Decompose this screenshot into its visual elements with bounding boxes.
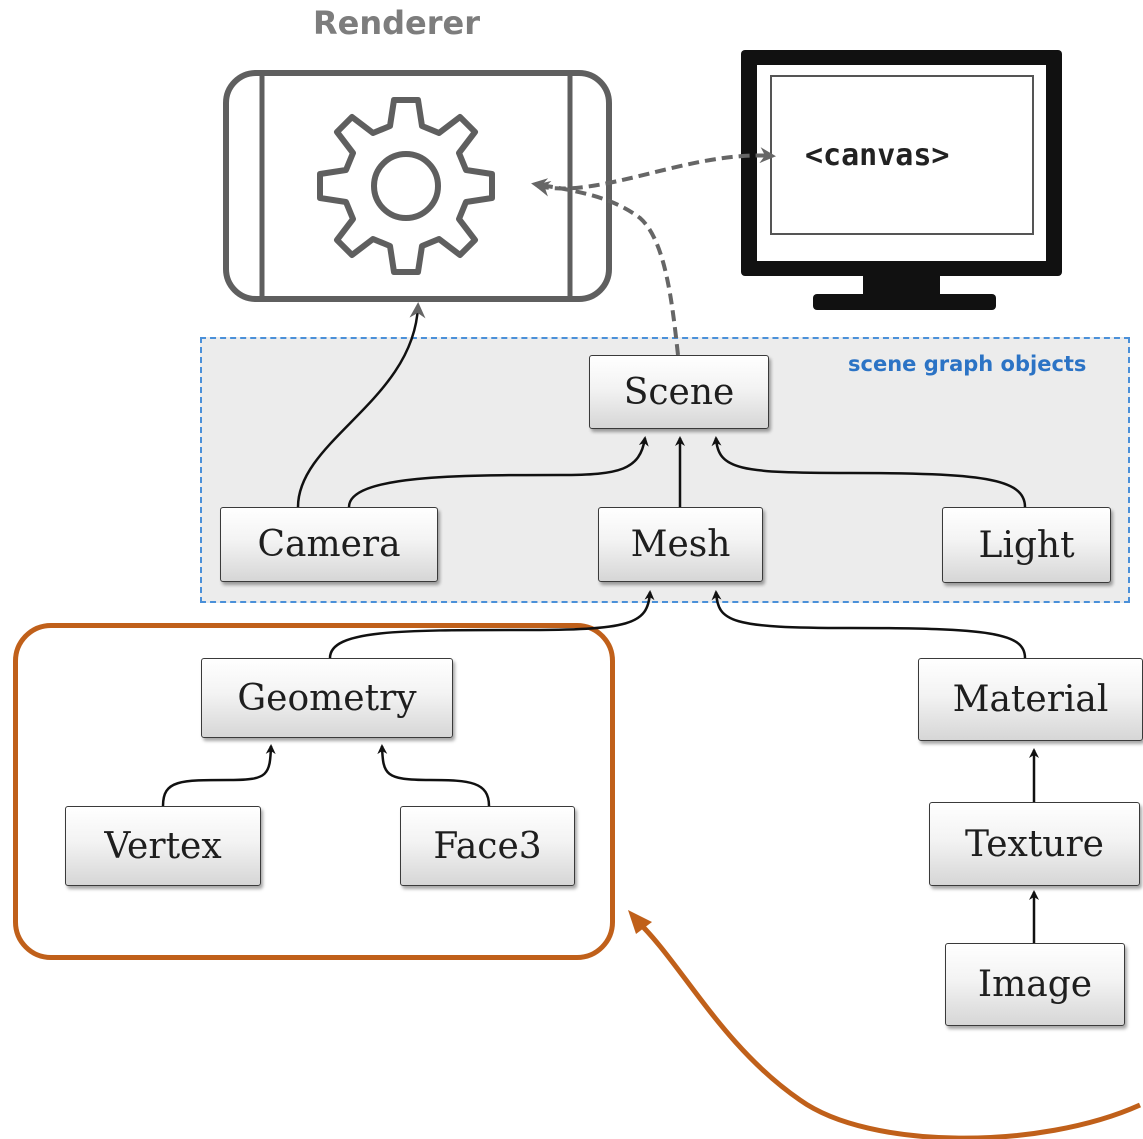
material-node: Material — [918, 658, 1143, 741]
vertex-geometry-edge — [161, 744, 276, 807]
geometry-highlight-box — [13, 623, 615, 960]
camera-renderer-edge — [296, 302, 426, 508]
camera-scene-edge — [347, 436, 649, 508]
highlight-pointer-arrowhead — [628, 910, 652, 934]
image-node: Image — [945, 943, 1125, 1026]
gear-icon — [317, 97, 495, 275]
texture-node: Texture — [929, 802, 1140, 886]
scene-graph-group-label: scene graph objects — [848, 352, 1087, 376]
material-mesh-edge — [711, 590, 1027, 659]
monitor-icon — [741, 50, 1062, 310]
face3-node: Face3 — [400, 806, 575, 886]
scene-renderer-arrow — [531, 178, 680, 356]
camera-node: Camera — [220, 507, 438, 582]
geometry-mesh-edge — [328, 590, 655, 659]
face3-geometry-edge — [377, 744, 491, 807]
renderer-title: Renderer — [313, 4, 480, 42]
canvas-label: <canvas> — [805, 138, 950, 173]
vertex-node: Vertex — [65, 806, 261, 886]
scene-node: Scene — [589, 355, 769, 429]
geometry-node: Geometry — [201, 658, 453, 738]
mesh-node: Mesh — [598, 507, 763, 582]
light-node: Light — [942, 507, 1111, 583]
highlight-pointer-arrow — [632, 916, 1142, 1139]
light-scene-edge — [711, 436, 1027, 508]
